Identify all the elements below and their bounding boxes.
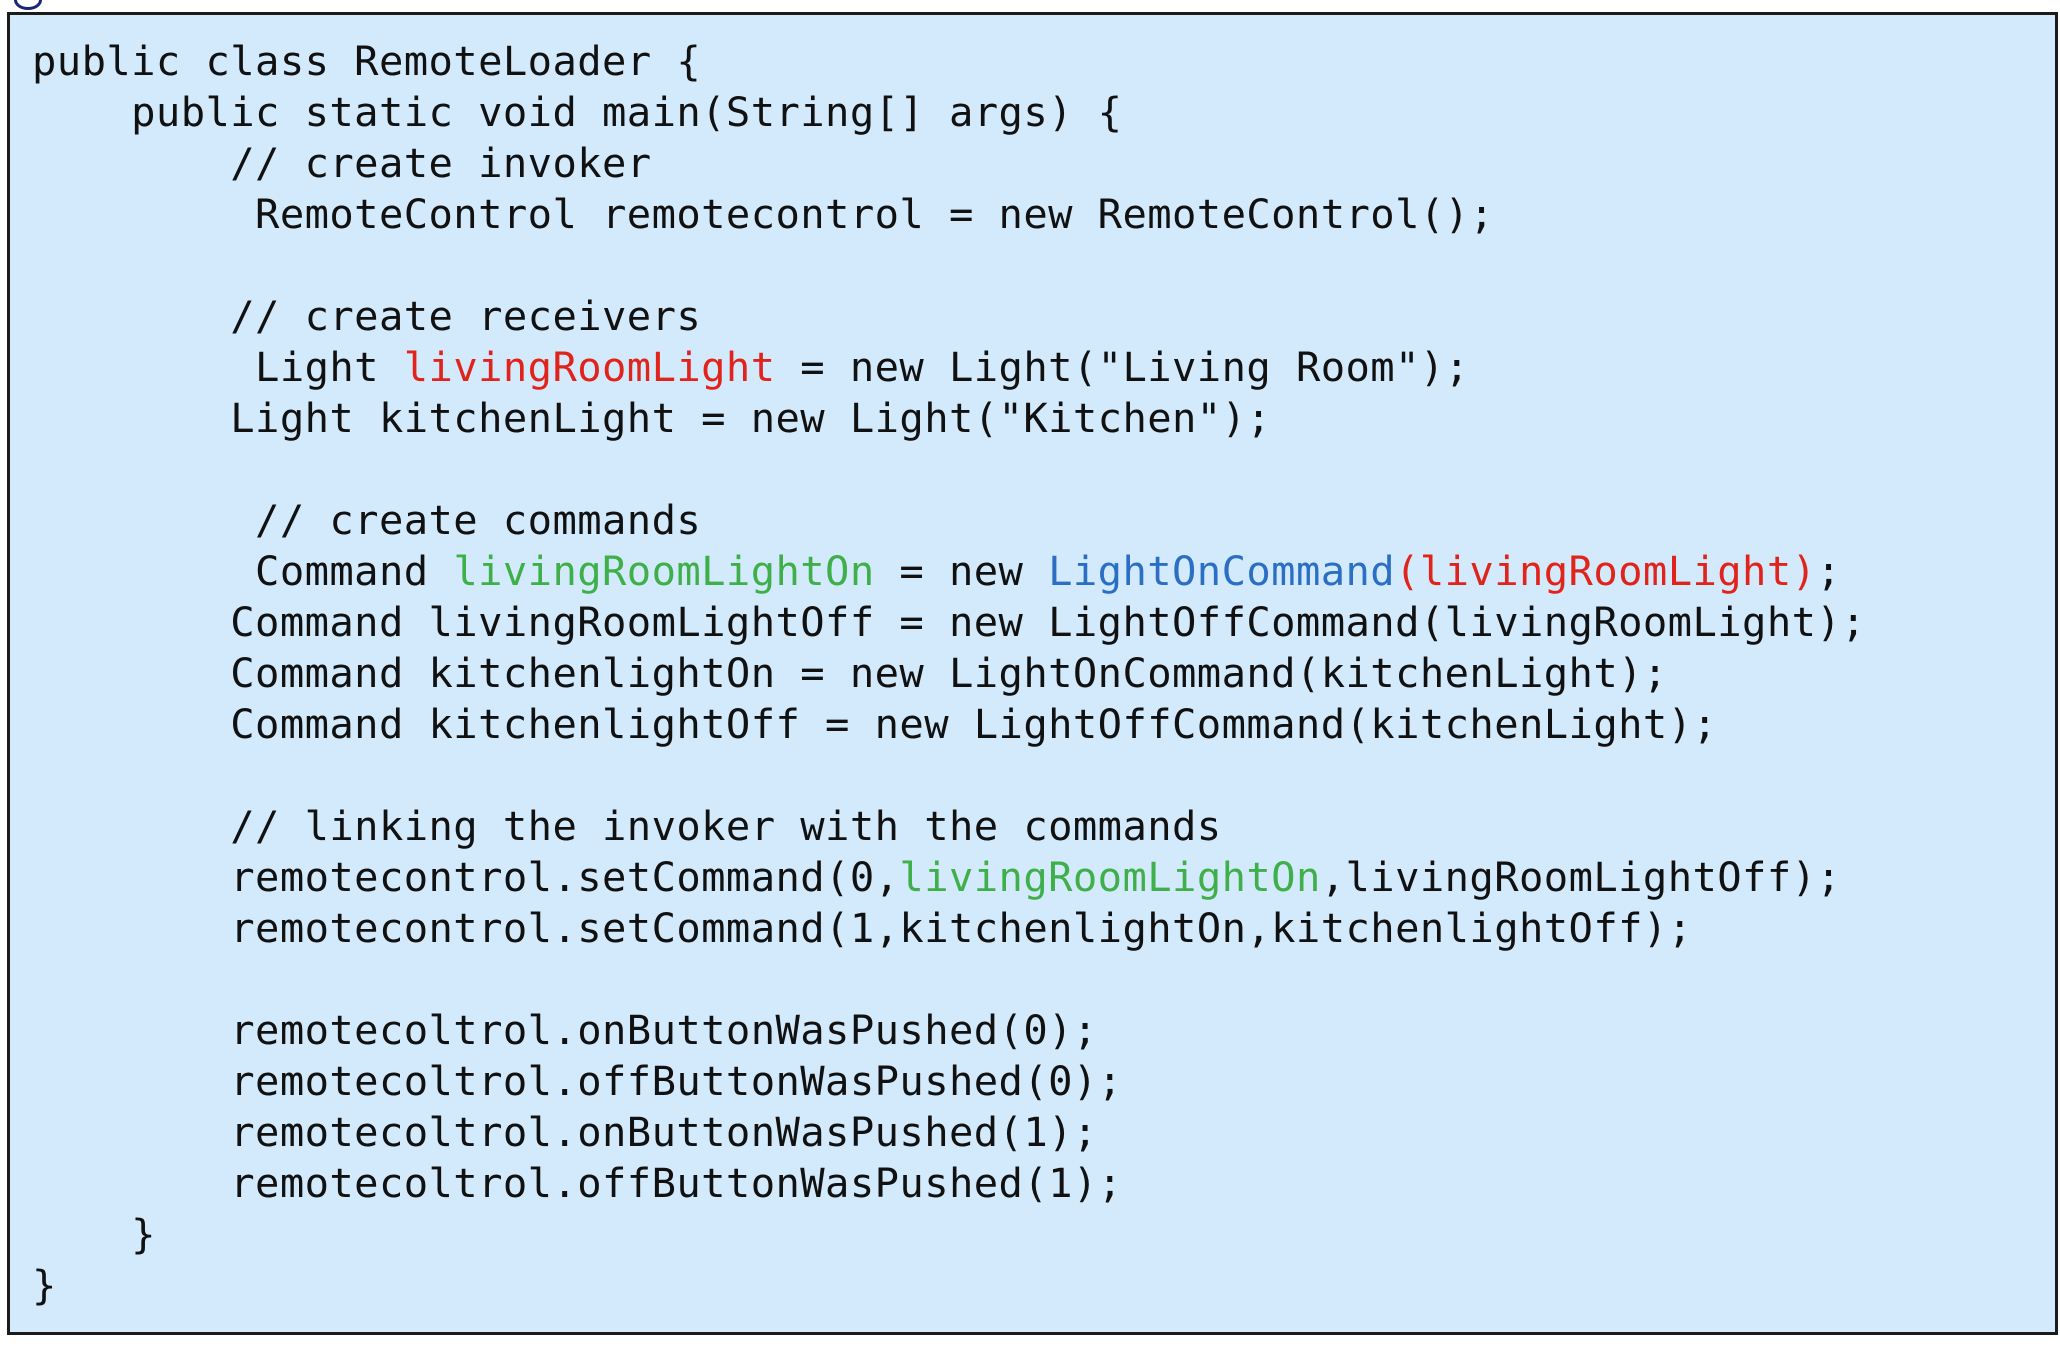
code-token: Command kitchenlightOn = new LightOnComm… [32, 649, 1668, 697]
code-line [32, 444, 1866, 495]
corner-annotation-mark [14, 0, 42, 10]
code-line: // linking the invoker with the commands [32, 801, 1866, 852]
code-token: = new Light("Living Room"); [775, 343, 1470, 391]
code-token: = new [874, 547, 1049, 595]
code-token: // create commands [32, 496, 702, 544]
code-line: Command kitchenlightOff = new LightOffCo… [32, 699, 1866, 750]
code-line: remotecoltrol.onButtonWasPushed(0); [32, 1005, 1866, 1056]
code-token: Light kitchenLight = new Light("Kitchen"… [32, 394, 1272, 442]
highlighted-code-token: livingRoomLight [403, 343, 776, 391]
code-token: remotecoltrol.offButtonWasPushed(0); [32, 1057, 1123, 1105]
code-token: Command livingRoomLightOff = new LightOf… [32, 598, 1866, 646]
code-line: } [32, 1209, 1866, 1260]
code-token: } [32, 1210, 156, 1258]
code-token: Light [32, 343, 404, 391]
code-line: remotecontrol.setCommand(0,livingRoomLig… [32, 852, 1866, 903]
code-token: public static void main(String[] args) { [32, 88, 1123, 136]
code-line: Command livingRoomLightOn = new LightOnC… [32, 546, 1866, 597]
code-token: ,livingRoomLightOff); [1320, 853, 1842, 901]
code-token: remotecoltrol.offButtonWasPushed(1); [32, 1159, 1123, 1207]
code-line: remotecoltrol.offButtonWasPushed(1); [32, 1158, 1866, 1209]
highlighted-code-token: livingRoomLightOn [453, 547, 875, 595]
code-token: // create receivers [32, 292, 702, 340]
code-token: // linking the invoker with the commands [32, 802, 1222, 850]
code-line: Command kitchenlightOn = new LightOnComm… [32, 648, 1866, 699]
code-line: remotecoltrol.onButtonWasPushed(1); [32, 1107, 1866, 1158]
code-line [32, 954, 1866, 1005]
code-panel: public class RemoteLoader { public stati… [7, 12, 2058, 1335]
code-line: public class RemoteLoader { [32, 36, 1866, 87]
code-token: public class RemoteLoader { [32, 37, 702, 85]
highlighted-code-token: LightOnCommand [1048, 547, 1396, 595]
code-line: remotecontrol.setCommand(1,kitchenlightO… [32, 903, 1866, 954]
highlighted-code-token: (livingRoomLight) [1395, 547, 1817, 595]
code-token: Command kitchenlightOff = new LightOffCo… [32, 700, 1718, 748]
code-token: // create invoker [32, 139, 652, 187]
code-token: remotecoltrol.onButtonWasPushed(1); [32, 1108, 1098, 1156]
code-line: remotecoltrol.offButtonWasPushed(0); [32, 1056, 1866, 1107]
code-token: remotecoltrol.onButtonWasPushed(0); [32, 1006, 1098, 1054]
code-line: Command livingRoomLightOff = new LightOf… [32, 597, 1866, 648]
code-line [32, 750, 1866, 801]
code-token: RemoteControl remotecontrol = new Remote… [32, 190, 1495, 238]
highlighted-code-token: livingRoomLightOn [899, 853, 1321, 901]
code-token: Command [32, 547, 454, 595]
code-line: Light kitchenLight = new Light("Kitchen"… [32, 393, 1866, 444]
code-token: } [32, 1261, 57, 1309]
code-line: public static void main(String[] args) { [32, 87, 1866, 138]
code-line [32, 240, 1866, 291]
code-line: Light livingRoomLight = new Light("Livin… [32, 342, 1866, 393]
code-line: // create receivers [32, 291, 1866, 342]
code-token: ; [1816, 547, 1842, 595]
code-line: // create invoker [32, 138, 1866, 189]
code-block: public class RemoteLoader { public stati… [32, 36, 1866, 1311]
code-line: RemoteControl remotecontrol = new Remote… [32, 189, 1866, 240]
code-token: remotecontrol.setCommand(0, [32, 853, 900, 901]
code-token: remotecontrol.setCommand(1,kitchenlightO… [32, 904, 1693, 952]
code-line: } [32, 1260, 1866, 1311]
code-line: // create commands [32, 495, 1866, 546]
